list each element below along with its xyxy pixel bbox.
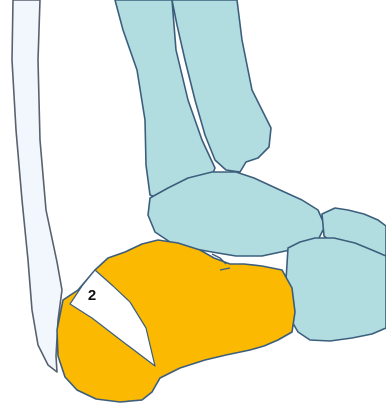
achilles-tendon bbox=[12, 0, 62, 372]
cuboid bbox=[286, 238, 386, 341]
calcaneus bbox=[57, 240, 295, 402]
wedge-label: 2 bbox=[88, 287, 96, 304]
